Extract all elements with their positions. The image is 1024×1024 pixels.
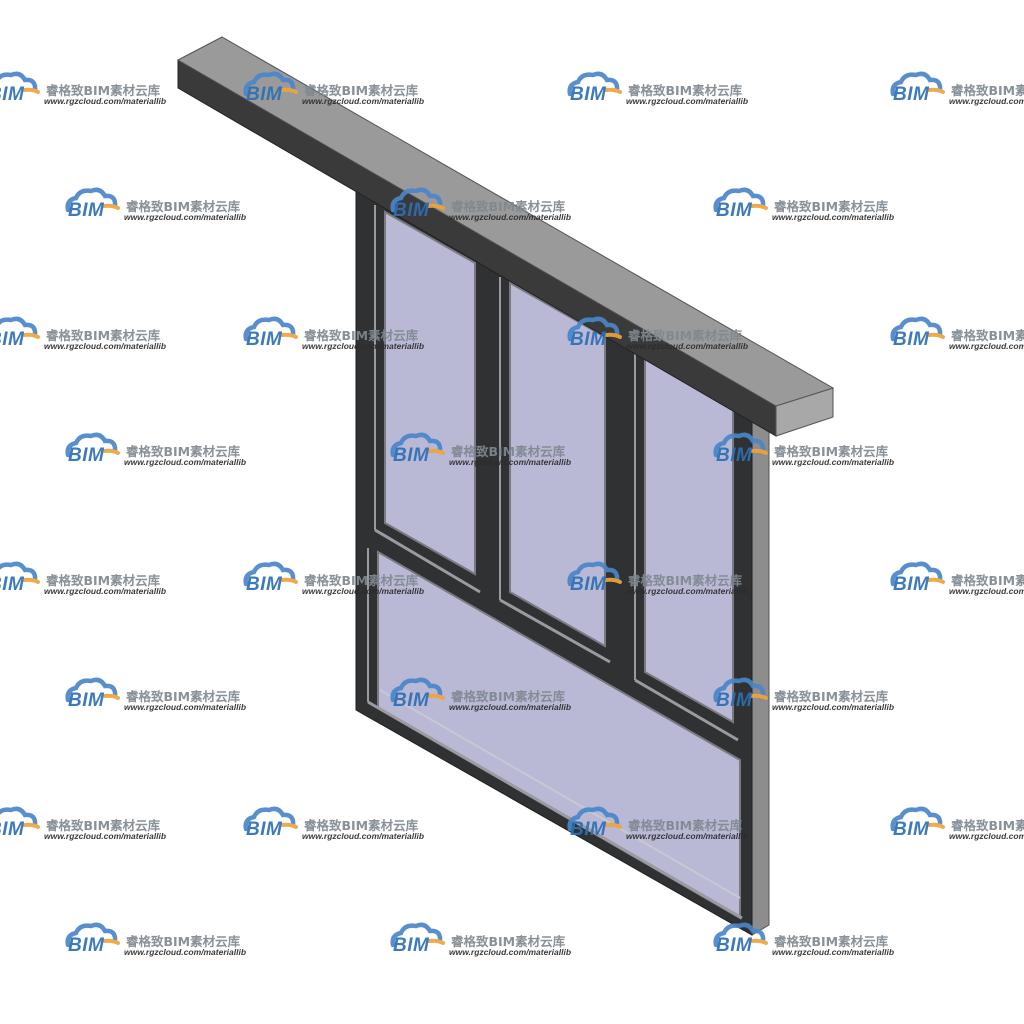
frame-side-face: [751, 410, 770, 936]
lintel-top-face: [176, 36, 835, 407]
glass-pane-top-left: [384, 210, 476, 576]
glass-pane-top-middle: [509, 281, 606, 648]
glass-pane-top-right: [644, 353, 734, 724]
